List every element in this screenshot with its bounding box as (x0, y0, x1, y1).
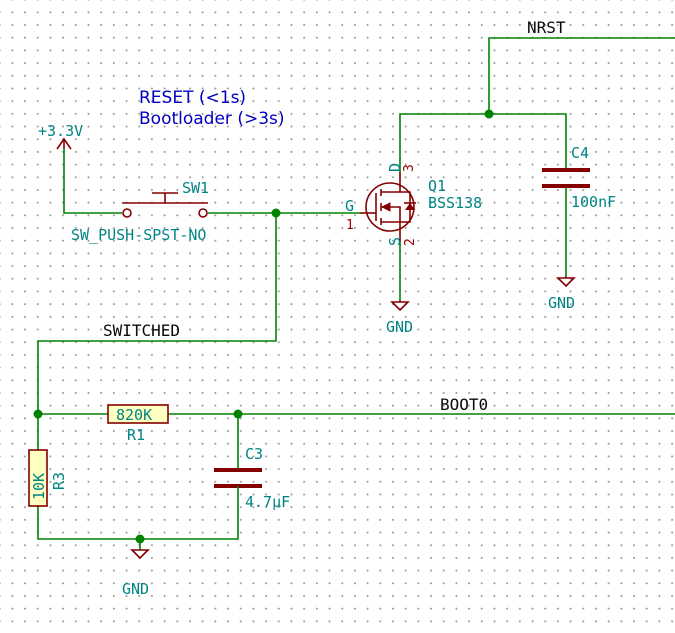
gnd-bottom-label: GND (122, 580, 149, 598)
gnd-symbol-q1[interactable]: GND (386, 300, 413, 336)
c3-value: 4.7µF (245, 493, 290, 511)
wire-vcc-sw1[interactable] (63, 149, 122, 214)
c3-reference: C3 (245, 445, 263, 463)
q1-source-letter: S (386, 237, 404, 246)
net-label-boot0[interactable]: BOOT0 (440, 395, 488, 414)
junction-ground (135, 534, 145, 544)
c3-capacitor[interactable]: C3 4.7µF (214, 445, 290, 511)
net-label-nrst[interactable]: NRST (527, 18, 566, 37)
gnd-c4-label: GND (548, 294, 575, 312)
note-reset: RESET (<1s) (139, 88, 246, 108)
r1-resistor[interactable]: 820K R1 (107, 404, 169, 444)
power-3v3-symbol[interactable]: +3.3V (38, 122, 83, 150)
q1-value: BSS138 (428, 194, 482, 212)
wires (37, 37, 675, 550)
r3-value: 10K (30, 473, 48, 500)
r1-reference: R1 (127, 426, 145, 444)
gnd-q1-label: GND (386, 318, 413, 336)
gnd-symbol-bottom[interactable]: GND (122, 549, 150, 598)
power-3v3-label: +3.3V (38, 122, 83, 140)
gnd-symbol-c4[interactable]: GND (548, 276, 576, 312)
junction-c3 (233, 409, 243, 419)
q1-pin1-number: 1 (346, 218, 354, 233)
r3-reference: R3 (50, 472, 68, 490)
wire-ground-bus[interactable] (37, 498, 239, 540)
wire-nrst[interactable] (488, 37, 675, 114)
wire-switched[interactable] (37, 213, 277, 414)
q1-pin3-number: 3 (402, 164, 417, 172)
sw1-reference: SW1 (182, 179, 209, 197)
c4-reference: C4 (571, 144, 589, 162)
sw1-pushbutton[interactable]: SW1 SW_PUSH-SPST-NO (71, 179, 209, 244)
r3-resistor[interactable]: 10K R3 (28, 449, 68, 507)
junction-r3 (33, 409, 43, 419)
q1-pin2-number: 2 (403, 238, 418, 246)
r1-value: 820K (116, 406, 152, 424)
wire-drain-c4[interactable] (399, 113, 567, 172)
net-label-switched[interactable]: SWITCHED (103, 321, 180, 340)
junction-switched (271, 208, 281, 218)
q1-drain-letter: D (386, 163, 404, 172)
junction-nrst (484, 109, 494, 119)
sw1-value: SW_PUSH-SPST-NO (71, 226, 206, 244)
note-bootloader: Bootloader (>3s) (139, 109, 285, 129)
q1-gate-letter: G (345, 197, 354, 215)
junctions (33, 109, 494, 544)
q1-reference: Q1 (428, 177, 446, 195)
c4-value: 100nF (571, 193, 616, 211)
c4-capacitor[interactable]: C4 100nF (542, 144, 616, 211)
q1-mosfet[interactable]: G 1 D 3 S 2 Q1 BSS138 (345, 163, 482, 246)
